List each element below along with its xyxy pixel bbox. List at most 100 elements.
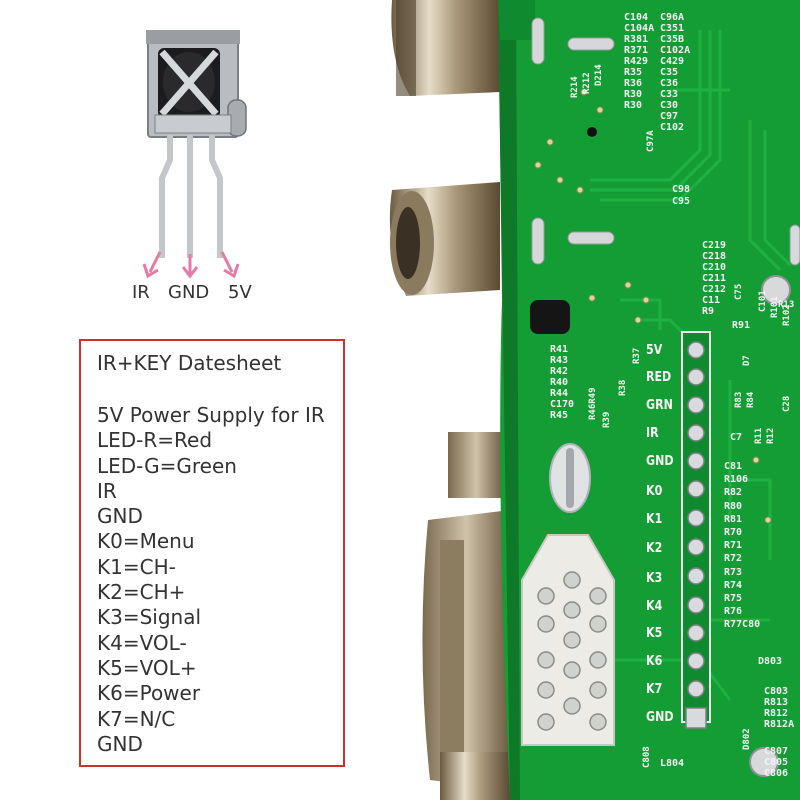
datasheet-line: K5=VOL+ — [97, 655, 197, 680]
silk-r39: R39 — [602, 411, 612, 428]
silk-ref: C807 — [764, 746, 789, 757]
silk-c75: C75 — [734, 283, 744, 300]
silk-r46r49: R46R49 — [588, 387, 598, 420]
pcb-label-k2: K2 — [646, 541, 663, 556]
silk-ref: C35 — [660, 67, 679, 78]
datasheet-line: LED-R=Red — [97, 428, 213, 453]
silk-ref: R429 — [624, 56, 649, 67]
silk-r214: R214 — [570, 76, 580, 98]
pcb-label-k7: K7 — [646, 682, 663, 697]
silk-l804: L804 — [660, 758, 685, 769]
silk-ref: C102 — [660, 122, 685, 133]
silk-ref: R30 — [624, 100, 643, 111]
datasheet-line: 5V Power Supply for IR — [97, 403, 325, 427]
datasheet-line: GND — [97, 504, 143, 529]
silk-ref: C211 — [702, 273, 727, 284]
silk-ref: C210 — [702, 262, 727, 273]
pcb-label-k3: K3 — [646, 571, 663, 586]
silk-top-col-mid: C104 C104A R381 R371 R429 R35 R36 R30 R3… — [624, 12, 654, 111]
silk-resistor-column: R41 R43 R42 R40 R44 C170 R45 — [550, 344, 574, 421]
datasheet-line: K7=N/C — [97, 706, 176, 731]
silk-ref: R36 — [624, 78, 643, 89]
pcb-label-k5: K5 — [646, 626, 663, 641]
silk-ref: C97 — [660, 111, 679, 122]
datasheet-line: LED-G=Green — [97, 453, 237, 478]
datasheet-line: K1=CH- — [97, 554, 176, 579]
silk-d214: D214 — [594, 64, 604, 86]
datasheet-line: K2=CH+ — [97, 580, 186, 605]
silk-ref: R81 — [724, 513, 743, 525]
silk-ref: R812A — [764, 719, 795, 730]
silk-ref: R75 — [724, 593, 743, 605]
silk-ref: R371 — [624, 45, 649, 56]
silk-ref: C81 — [724, 461, 743, 472]
datasheet-line: K3=Signal — [97, 605, 202, 630]
silk-ref: C806 — [764, 768, 789, 779]
silk-ref: C11 — [702, 295, 721, 306]
datasheet-box: IR+KEY Datesheet 5V Power Supply for IR … — [79, 339, 345, 767]
silk-ref: R44 — [550, 388, 569, 399]
silk-ref: C212 — [702, 284, 727, 295]
silk-r13: R13 — [778, 300, 795, 310]
silk-ref: R71 — [724, 540, 743, 552]
silk-c95: C95 — [672, 196, 691, 207]
pin-label-gnd: GND — [168, 282, 210, 303]
pcb-label-gnd-bottom: GND — [646, 710, 674, 725]
silk-ref: R30 — [624, 89, 643, 100]
silk-r12: R12 — [766, 427, 776, 444]
silk-r83: R83 — [734, 391, 744, 408]
pcb-label-5v: 5V — [646, 343, 663, 358]
silk-ref: C803 — [764, 686, 789, 697]
ir-receiver-diagram: IR GND 5V — [100, 20, 300, 310]
silk-ref: R80 — [724, 500, 743, 512]
datasheet-line: K6=Power — [97, 681, 201, 706]
pcb-label-k1: K1 — [646, 512, 663, 527]
silk-ref: R812 — [764, 708, 789, 719]
silk-ref: R74 — [724, 579, 743, 591]
silk-ref: R40 — [550, 377, 569, 388]
silk-ref: R35 — [624, 67, 643, 78]
silk-r11: R11 — [754, 427, 764, 444]
silk-d7: D7 — [742, 355, 752, 366]
pcb-photo: 5V RED GRN IR GND K0 K1 K2 K3 K4 K5 K6 K… — [370, 0, 800, 800]
silk-ref: C104 — [624, 12, 649, 23]
silk-ref: R42 — [550, 366, 569, 377]
silk-ref: R9 — [702, 306, 715, 317]
datasheet-lines: 5V Power Supply for IR LED-R=Red LED-G=G… — [97, 403, 325, 757]
silk-ref: C96A — [660, 12, 685, 23]
ir-receiver-icon — [142, 30, 247, 279]
silk-ref: C35B — [660, 34, 685, 45]
silk-c98: C98 — [672, 184, 691, 195]
silk-ref: R77C80 — [724, 619, 761, 631]
silk-ref: R76 — [724, 606, 743, 618]
silk-r212: R212 — [582, 72, 592, 94]
silk-ref: R82 — [724, 487, 743, 499]
silk-top-col-right: C96A C351 C35B C102A C429 C35 C36 C33 C3… — [660, 12, 690, 133]
silk-ref: R381 — [624, 34, 649, 45]
silk-ref: R45 — [550, 410, 569, 421]
pcb-label-k0: K0 — [646, 484, 663, 499]
pin-label-5v: 5V — [228, 282, 252, 303]
silk-d803: D803 — [758, 656, 783, 667]
silk-ref: R72 — [724, 553, 743, 565]
pcb-label-grn: GRN — [646, 398, 673, 413]
silk-ref: R813 — [764, 697, 789, 708]
silk-ref: C30 — [660, 100, 679, 111]
silk-ref: C805 — [764, 757, 789, 768]
silk-c7: C7 — [730, 432, 743, 443]
silk-ref: R41 — [550, 344, 569, 355]
pcb-label-k4: K4 — [646, 599, 663, 614]
silk-ref: C429 — [660, 56, 685, 67]
silk-ref: C104A — [624, 23, 655, 34]
silk-c97a: C97A — [646, 130, 656, 152]
silk-r37: R37 — [632, 347, 642, 364]
silk-c28: C28 — [782, 395, 792, 412]
silk-bottom-caps: C807 C805 C806 — [764, 746, 788, 779]
silk-ref: C33 — [660, 89, 679, 100]
datasheet-line: IR — [97, 478, 117, 503]
pcb-label-ir: IR — [646, 426, 659, 441]
silk-ref: C102A — [660, 45, 691, 56]
datasheet-line: K0=Menu — [97, 529, 195, 554]
silk-cap-column: C219 C218 C210 C211 C212 C11 R9 — [702, 240, 726, 317]
silk-r84: R84 — [746, 391, 756, 408]
